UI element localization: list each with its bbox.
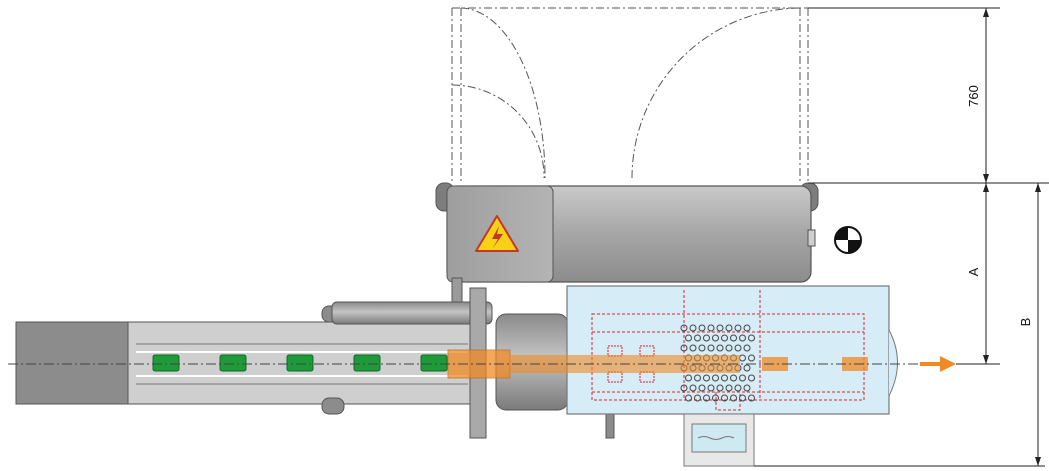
perforation-hole [730, 374, 737, 382]
infeed-product [286, 354, 314, 372]
perforation-hole [685, 394, 692, 402]
perforation-hole [739, 374, 746, 382]
dimension-arrowheads [983, 8, 1041, 466]
high-voltage-warning-icon [475, 215, 519, 252]
shrink-tunnel [566, 285, 898, 467]
perforation-hole [725, 344, 733, 352]
perforation-hole [685, 374, 692, 382]
door-swing-envelope [451, 7, 809, 183]
dimension-label-b: B [1018, 318, 1033, 327]
infeed-product [152, 354, 180, 372]
perforation-hole [748, 374, 755, 382]
perforation-hole [680, 384, 688, 392]
infeed-product [353, 354, 381, 372]
perforation-hole [712, 334, 719, 342]
infeed-conveyor [15, 321, 479, 405]
dimension-label-760: 760 [966, 85, 981, 107]
perforation-hole [730, 334, 737, 342]
infeed-product [420, 354, 448, 372]
center-of-gravity-icon [834, 226, 862, 254]
perforation-hole [707, 324, 715, 332]
perforation-hole [743, 384, 751, 392]
perforation-hole [721, 394, 728, 402]
infeed-product [219, 354, 247, 372]
perforation-hole [739, 394, 746, 402]
upper-housing [435, 182, 819, 309]
perforation-hole [703, 334, 710, 342]
perforation-hole [689, 344, 697, 352]
perforation-hole [734, 384, 742, 392]
perforation-hole [716, 324, 724, 332]
perforation-hole [730, 394, 737, 402]
perforation-hole [707, 384, 715, 392]
perforation-hole [703, 394, 710, 402]
perforation-hole [716, 344, 724, 352]
perforation-hole [689, 324, 697, 332]
perforation-hole [739, 334, 746, 342]
lower-cylinder [321, 287, 615, 439]
perforation-hole [734, 344, 742, 352]
perforation-hole [734, 324, 742, 332]
perforation-hole [748, 354, 755, 362]
perforation-hole [707, 344, 715, 352]
perforation-hole [748, 394, 755, 402]
perforation-hole [721, 334, 728, 342]
perforation-hole [694, 374, 701, 382]
perforation-hole [689, 384, 697, 392]
perforation-hole [698, 344, 706, 352]
perforation-hole [685, 334, 692, 342]
perforation-hole [712, 374, 719, 382]
perforation-hole [698, 324, 706, 332]
perforation-hole [748, 334, 755, 342]
perforation-hole [716, 384, 724, 392]
perforation-hole [703, 374, 710, 382]
perforation-hole [698, 384, 706, 392]
dimension-label-a: A [966, 267, 981, 276]
perforation-hole [725, 384, 733, 392]
perforation-hole [743, 364, 751, 372]
perforation-hole [694, 334, 701, 342]
perforation-hole [680, 344, 688, 352]
perforation-hole [743, 344, 751, 352]
perforation-hole [721, 374, 728, 382]
perforation-hole [712, 394, 719, 402]
infeed-products [152, 354, 448, 372]
perforation-hole [694, 394, 701, 402]
perforation-hole [725, 324, 733, 332]
perforation-hole [680, 324, 688, 332]
perforation-hole [743, 324, 751, 332]
flow-arrow-icon [920, 356, 956, 372]
